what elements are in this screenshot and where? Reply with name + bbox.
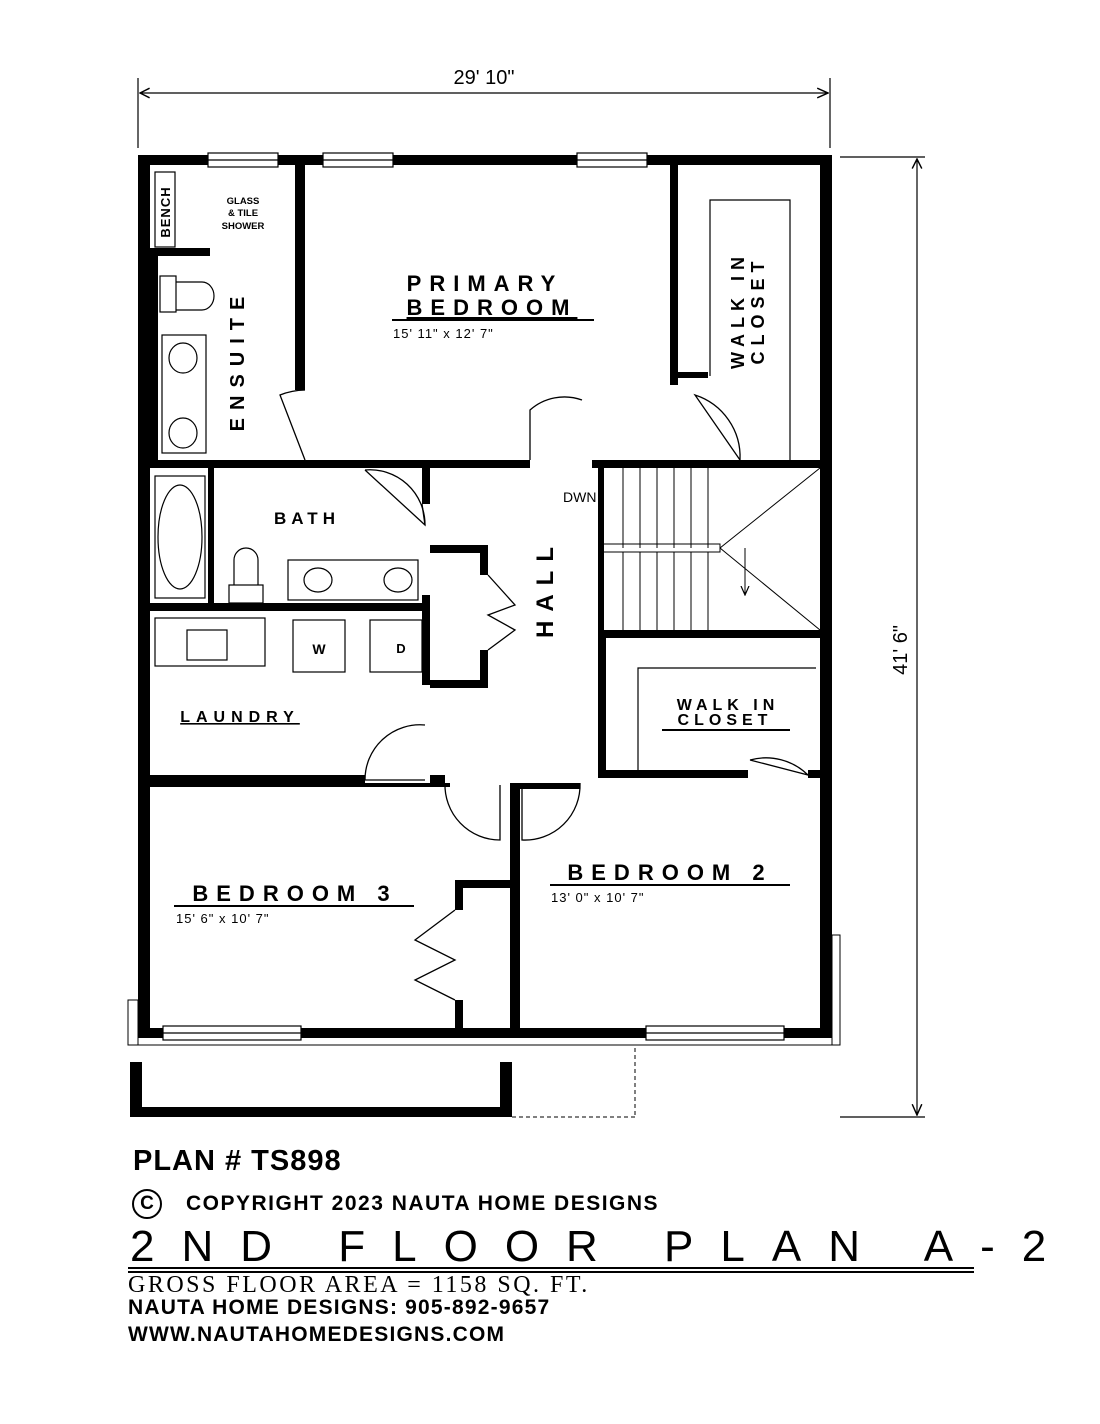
ensuite-fixtures <box>154 171 215 454</box>
copyright-icon: C <box>132 1189 162 1219</box>
lower-roof-outline <box>127 934 841 1118</box>
laundry-label: LAUNDRY <box>180 709 300 726</box>
walkin-closet-1-label-2: CLOSET <box>748 255 768 364</box>
hall-label: HALL <box>532 538 559 638</box>
shower-label-2: & TILE <box>228 208 258 219</box>
dryer-label: D <box>396 641 405 656</box>
walkin-closet-1-shelving <box>709 199 791 460</box>
plan-number: PLAN # TS898 <box>133 1145 342 1177</box>
depth-dimension-label: 41' 6" <box>890 625 912 675</box>
bench-label: BENCH <box>158 186 173 237</box>
walkin-closet-2-shelving <box>637 667 816 770</box>
windows <box>162 152 785 1041</box>
walkin-closet-2-label-2: CLOSET <box>678 712 773 729</box>
bedroom-3-size: 15' 6" x 10' 7" <box>176 911 270 926</box>
copyright-text: COPYRIGHT 2023 NAUTA HOME DESIGNS <box>186 1192 660 1215</box>
ensuite-label: ENSUITE <box>227 289 249 432</box>
stairs <box>599 467 821 631</box>
floor-plan-drawing: 29' 10" 41' 6" <box>127 67 925 1118</box>
depth-dimension: 41' 6" <box>840 156 925 1118</box>
washer-label: W <box>312 641 326 657</box>
shower-label-3: SHOWER <box>222 221 265 232</box>
bedroom-2-label: BEDROOM 2 <box>567 860 772 885</box>
walkin-closet-2-label-1: WALK IN <box>677 697 780 714</box>
width-dimension-label: 29' 10" <box>454 67 515 89</box>
width-dimension: 29' 10" <box>137 67 831 148</box>
copyright-line: C COPYRIGHT 2023 NAUTA HOME DESIGNS <box>132 1186 659 1222</box>
bath-fixtures <box>154 475 419 604</box>
company-phone: NAUTA HOME DESIGNS: 905-892-9657 <box>128 1296 551 1319</box>
bedroom-2-size: 13' 0" x 10' 7" <box>551 890 645 905</box>
primary-bedroom-label-1: PRIMARY <box>407 271 564 296</box>
stairs-down-label: DWN <box>563 489 596 505</box>
primary-bedroom-size: 15' 11" x 12' 7" <box>393 326 494 341</box>
door-swings <box>279 389 811 1001</box>
laundry-fixtures <box>154 617 423 673</box>
title-rule-1 <box>128 1267 974 1269</box>
gross-floor-area: GROSS FLOOR AREA = 1158 SQ. FT. <box>128 1272 590 1298</box>
bath-label: BATH <box>274 509 340 528</box>
company-website: WWW.NAUTAHOMEDESIGNS.COM <box>128 1323 506 1346</box>
walkin-closet-1-label-1: WALK IN <box>728 251 748 369</box>
primary-bedroom-label-2: BEDROOM <box>407 295 578 320</box>
interior-walls <box>150 165 820 1028</box>
bedroom-3-label: BEDROOM 3 <box>192 881 397 906</box>
title-rule-2 <box>128 1271 974 1273</box>
room-labels: PRIMARY BEDROOM 15' 11" x 12' 7" ENSUITE… <box>158 186 790 926</box>
shower-label-1: GLASS <box>227 196 260 207</box>
plan-title: 2ND FLOOR PLAN A-2 <box>130 1222 1074 1271</box>
exterior-walls <box>138 155 832 1038</box>
